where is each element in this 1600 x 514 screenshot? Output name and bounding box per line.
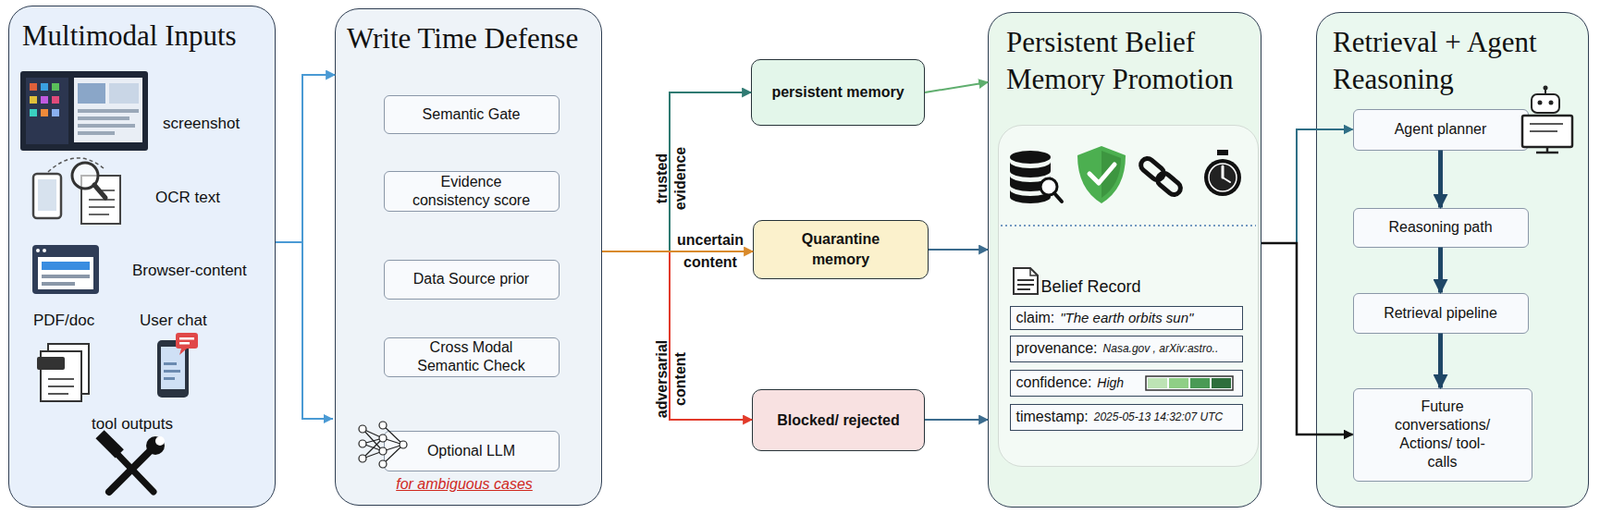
memory-box: persistent memory [750, 59, 925, 126]
box-label: Cross Modal Semantic Check [410, 338, 533, 376]
record-field: claim:"The earth orbits sun" [1009, 306, 1244, 331]
process-box: Cross Modal Semantic Check [383, 337, 560, 378]
box-label: persistent memory [771, 82, 904, 103]
flow-connector [275, 74, 335, 243]
note-label: for ambiguous cases [395, 475, 533, 494]
field-name: claim: [1016, 309, 1056, 327]
input-branch-line [302, 242, 333, 419]
edge-label: adversarial content [652, 332, 690, 426]
memory-box: Blocked/ rejected [751, 389, 925, 452]
box-label: Future conversations/ Actions/ tool-call… [1385, 397, 1501, 472]
input-label: OCR text [155, 188, 221, 208]
stage-panel: Retrieval + Agent ReasoningAgent planner… [1316, 12, 1589, 508]
box-label: Agent planner [1394, 120, 1488, 139]
field-value: "The earth orbits sun" [1059, 309, 1194, 326]
box-label: Optional LLM [427, 442, 516, 461]
process-box: Retrieval pipeline [1353, 293, 1529, 334]
field-name: provenance: [1016, 340, 1098, 357]
box-label: Blocked/ rejected [776, 410, 900, 431]
process-box: Reasoning path [1353, 208, 1529, 248]
box-label: Data Source prior [413, 270, 530, 289]
belief-record-card: Belief Record claim:"The earth orbits sun… [997, 124, 1259, 468]
input-label: User chat [139, 311, 208, 331]
input-branch-line [302, 242, 333, 419]
field-name: confidence: [1016, 374, 1093, 392]
box-label: Retrieval pipeline [1383, 304, 1498, 323]
process-box: Agent planner [1353, 109, 1529, 151]
edge-label: uncertain content [668, 229, 752, 274]
memory-box: Quarantine memory [752, 220, 929, 280]
field-value: High [1096, 375, 1124, 391]
field-name: timestamp: [1016, 408, 1089, 426]
process-box: Optional LLM [383, 430, 560, 472]
flow-connector [928, 248, 988, 251]
record-field: provenance: Nasa.gov , arXiv:astro.. [1009, 335, 1244, 363]
flow-connector [602, 92, 751, 252]
flow-connector [602, 250, 753, 253]
box-label: Quarantine memory [790, 229, 891, 271]
process-box: Evidence consistency score [383, 171, 560, 212]
field-value: Nasa.gov , arXiv:astro.. [1103, 342, 1219, 356]
panel-title: Write Time Defense [346, 20, 598, 58]
flow-connector [924, 82, 988, 93]
stage-panel: Persistent Belief Memory PromotionBelief… [987, 12, 1262, 508]
panel-title: Multimodal Inputs [22, 17, 271, 55]
process-box: Semantic Gate [383, 95, 560, 135]
input-label: Browser-content [132, 261, 247, 281]
card-heading: Belief Record [1041, 276, 1142, 297]
panel-title: Persistent Belief Memory Promotion [1006, 24, 1257, 99]
record-field: confidence:High [1009, 369, 1244, 397]
input-label: screenshot [162, 114, 240, 134]
panel-title: Retrieval + Agent Reasoning [1332, 24, 1585, 99]
record-field: timestamp: 2025-05-13 14:32:07 UTC [1009, 404, 1244, 431]
input-label: PDF/doc [33, 311, 95, 331]
box-label: Semantic Gate [422, 105, 521, 124]
input-label: tool outputs [91, 415, 173, 434]
process-box: Future conversations/ Actions/ tool-call… [1353, 388, 1533, 482]
edge-label: trusted evidence [652, 141, 690, 216]
box-label: Evidence consistency score [410, 172, 533, 210]
stage-panel: Write Time DefenseSemantic GateEvidence … [334, 8, 603, 506]
field-value: 2025-05-13 14:32:07 UTC [1094, 410, 1223, 424]
box-label: Reasoning path [1388, 218, 1492, 237]
flow-connector [924, 418, 988, 421]
process-box: Data Source prior [383, 259, 560, 300]
